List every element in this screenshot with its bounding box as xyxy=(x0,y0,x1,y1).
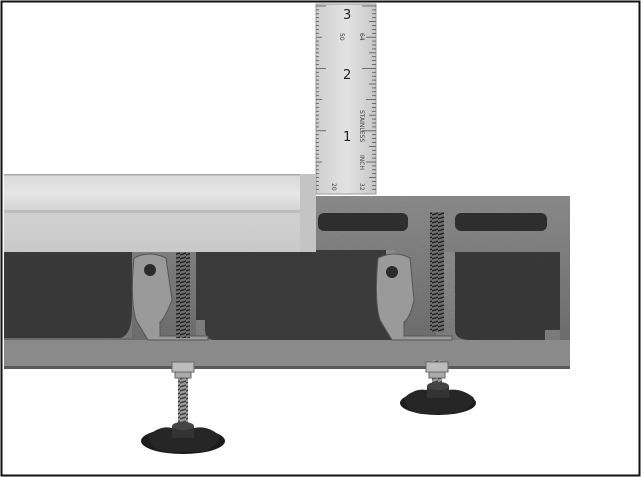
ruler-number-3: 3 xyxy=(343,8,351,23)
ruler-brand-text: STAINLESS xyxy=(358,110,365,142)
aluminium-extrusion xyxy=(4,174,316,252)
ruler-label-50: 50 xyxy=(338,33,345,41)
ruler-label-20: 20 xyxy=(330,183,337,191)
ruler-number-2: 2 xyxy=(343,68,351,83)
ruler-unit-text: INCH xyxy=(358,155,365,170)
steel-ruler: 3 2 1 STAINLESS INCH 50 64 20 32 xyxy=(316,4,376,194)
ruler-label-64: 64 xyxy=(358,33,365,41)
ruler-label-32: 32 xyxy=(358,183,365,191)
ruler-number-1: 1 xyxy=(343,130,351,145)
